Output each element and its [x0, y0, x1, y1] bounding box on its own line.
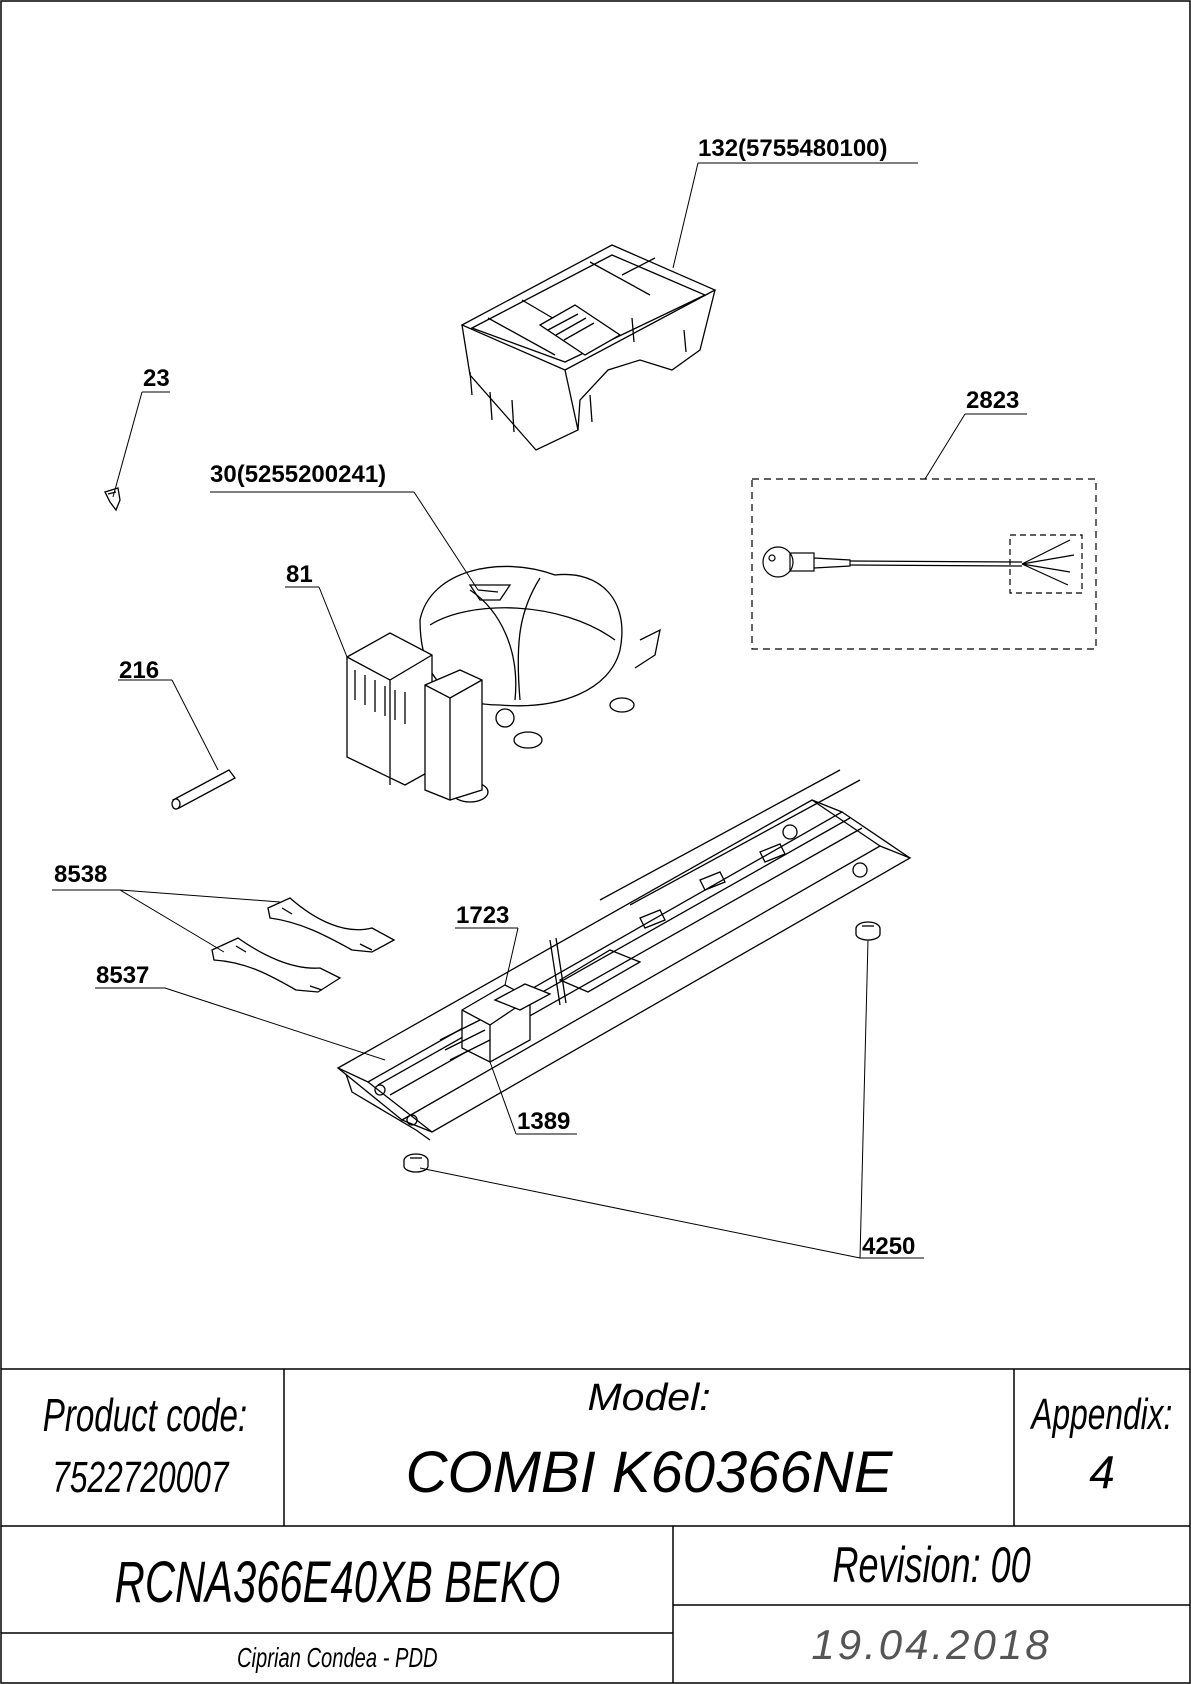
callout-81: 81	[286, 561, 313, 588]
callout-4250: 4250	[862, 1233, 915, 1260]
part-2823-power-cable	[751, 478, 1097, 650]
callout-2823: 2823	[966, 387, 1019, 414]
appendix-value: 4	[1089, 1446, 1115, 1498]
part-216-pin	[171, 769, 236, 810]
base-frame	[336, 769, 912, 1141]
part-81-compressor	[346, 565, 661, 803]
callout-8537: 8537	[96, 962, 149, 989]
part-132-tray	[460, 244, 717, 451]
revision: Revision: 00	[832, 1537, 1031, 1593]
callout-8538: 8538	[54, 861, 107, 888]
product-code-label: Product code:	[42, 1389, 248, 1441]
product-code-value: 7522720007	[51, 1453, 229, 1502]
model-label: Model:	[587, 1376, 711, 1419]
callout-132: 132(5755480100)	[698, 135, 888, 162]
appendix-label: Appendix:	[1031, 1390, 1173, 1439]
leader-lines	[52, 162, 1027, 1259]
title-block-grid	[1, 1368, 1190, 1683]
callout-30: 30(5255200241)	[210, 461, 386, 488]
part-8538-pads	[211, 897, 396, 993]
callout-216: 216	[119, 657, 159, 684]
callout-1723: 1723	[456, 902, 509, 929]
part-4250-grommets	[403, 921, 881, 1173]
model-value: COMBI K60366NE	[405, 1439, 893, 1505]
author: Ciprian Condea - PDD	[236, 1642, 438, 1673]
part-23-clip	[104, 487, 121, 512]
appliance-model: RCNA366E40XB BEKO	[114, 1549, 560, 1615]
date: 19.04.2018	[811, 1621, 1052, 1668]
callout-23: 23	[143, 365, 170, 392]
callout-1389: 1389	[517, 1108, 570, 1135]
